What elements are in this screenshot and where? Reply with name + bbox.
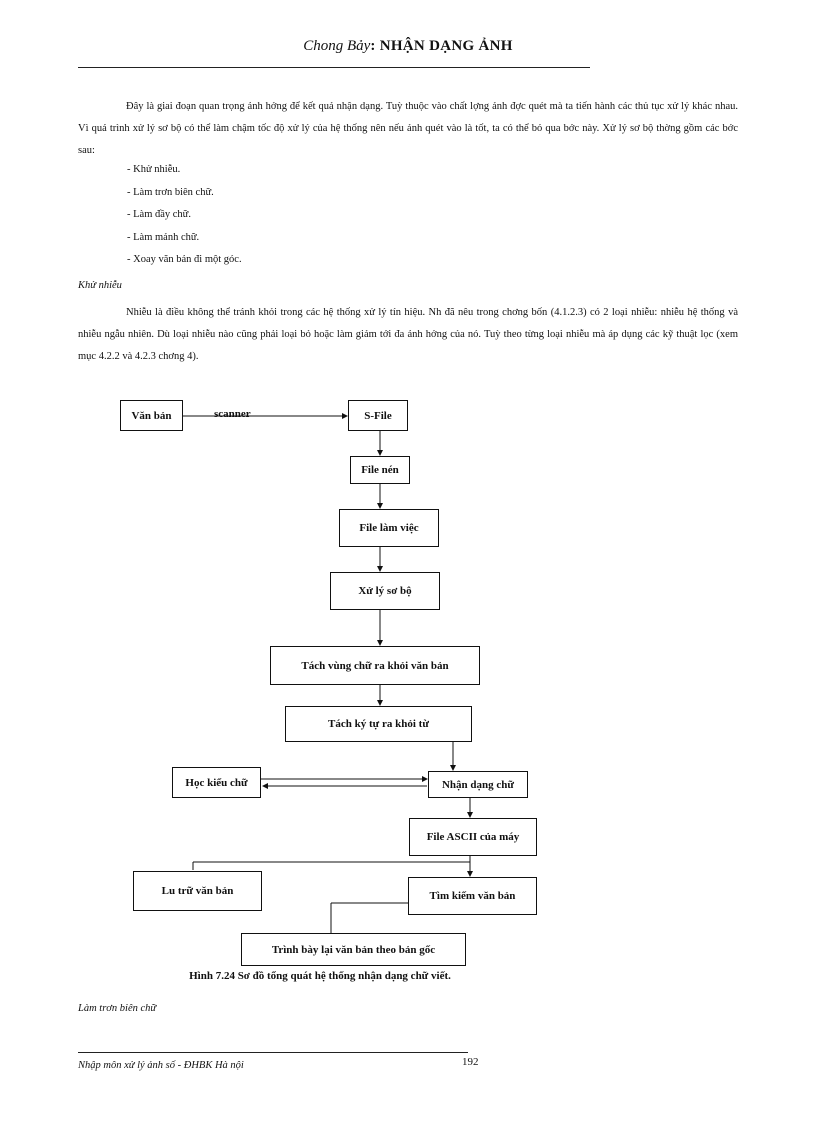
header-rule bbox=[78, 67, 590, 68]
box-file-nen: File nén bbox=[350, 456, 410, 484]
footer-text: Nhập môn xử lý ảnh số - ĐHBK Hà nội bbox=[78, 1060, 244, 1071]
noise-text: Nhiễu là điều không thể tránh khỏi trong… bbox=[78, 307, 738, 362]
box-tach-vung-chu: Tách vùng chữ ra khỏi văn bản bbox=[270, 646, 480, 685]
box-tim-kiem: Tìm kiếm văn bản bbox=[408, 877, 537, 915]
box-xu-ly-so-bo: Xử lý sơ bộ bbox=[330, 572, 440, 610]
box-nhan-dang-chu: Nhận dạng chữ bbox=[428, 771, 528, 798]
footer-rule bbox=[78, 1052, 468, 1053]
chapter-title: NHẬN DẠNG ẢNH bbox=[379, 38, 513, 54]
section-heading-noise: Khử nhiễu bbox=[78, 280, 122, 291]
step-item: - Xoay văn bản đi một góc. bbox=[127, 254, 242, 265]
scanner-label: scanner bbox=[214, 408, 251, 420]
box-tach-ky-tu: Tách ký tự ra khỏi từ bbox=[285, 706, 472, 742]
chapter-label: Chong Bảy bbox=[303, 38, 371, 54]
box-luu-tru: Lu trữ văn bản bbox=[133, 871, 262, 911]
page-number: 192 bbox=[462, 1056, 479, 1068]
step-item: - Khử nhiễu. bbox=[127, 164, 181, 175]
box-file-ascii: File ASCII của máy bbox=[409, 818, 537, 856]
page-header: Chong Bảy: NHẬN DẠNG ẢNH bbox=[303, 38, 513, 54]
box-trinh-bay: Trình bày lại văn bản theo bản gốc bbox=[241, 933, 466, 966]
figure-caption: Hình 7.24 Sơ đồ tổng quát hệ thống nhận … bbox=[189, 970, 451, 982]
step-item: - Làm mảnh chữ. bbox=[127, 232, 200, 243]
section-heading-smoothing: Làm trơn biên chữ bbox=[78, 1003, 157, 1014]
step-item: - Làm đầy chữ. bbox=[127, 209, 191, 220]
box-file-lam-viec: File làm việc bbox=[339, 509, 439, 547]
noise-paragraph: Nhiễu là điều không thể tránh khỏi trong… bbox=[78, 302, 738, 368]
step-item: - Làm trơn biên chữ. bbox=[127, 187, 214, 198]
box-s-file: S-File bbox=[348, 400, 408, 431]
intro-text: Đây là giai đoạn quan trọng ảnh hởng để … bbox=[78, 101, 738, 156]
box-van-ban: Văn bản bbox=[120, 400, 183, 431]
box-hoc-kieu-chu: Học kiểu chữ bbox=[172, 767, 261, 798]
intro-paragraph: Đây là giai đoạn quan trọng ảnh hởng để … bbox=[78, 96, 738, 162]
